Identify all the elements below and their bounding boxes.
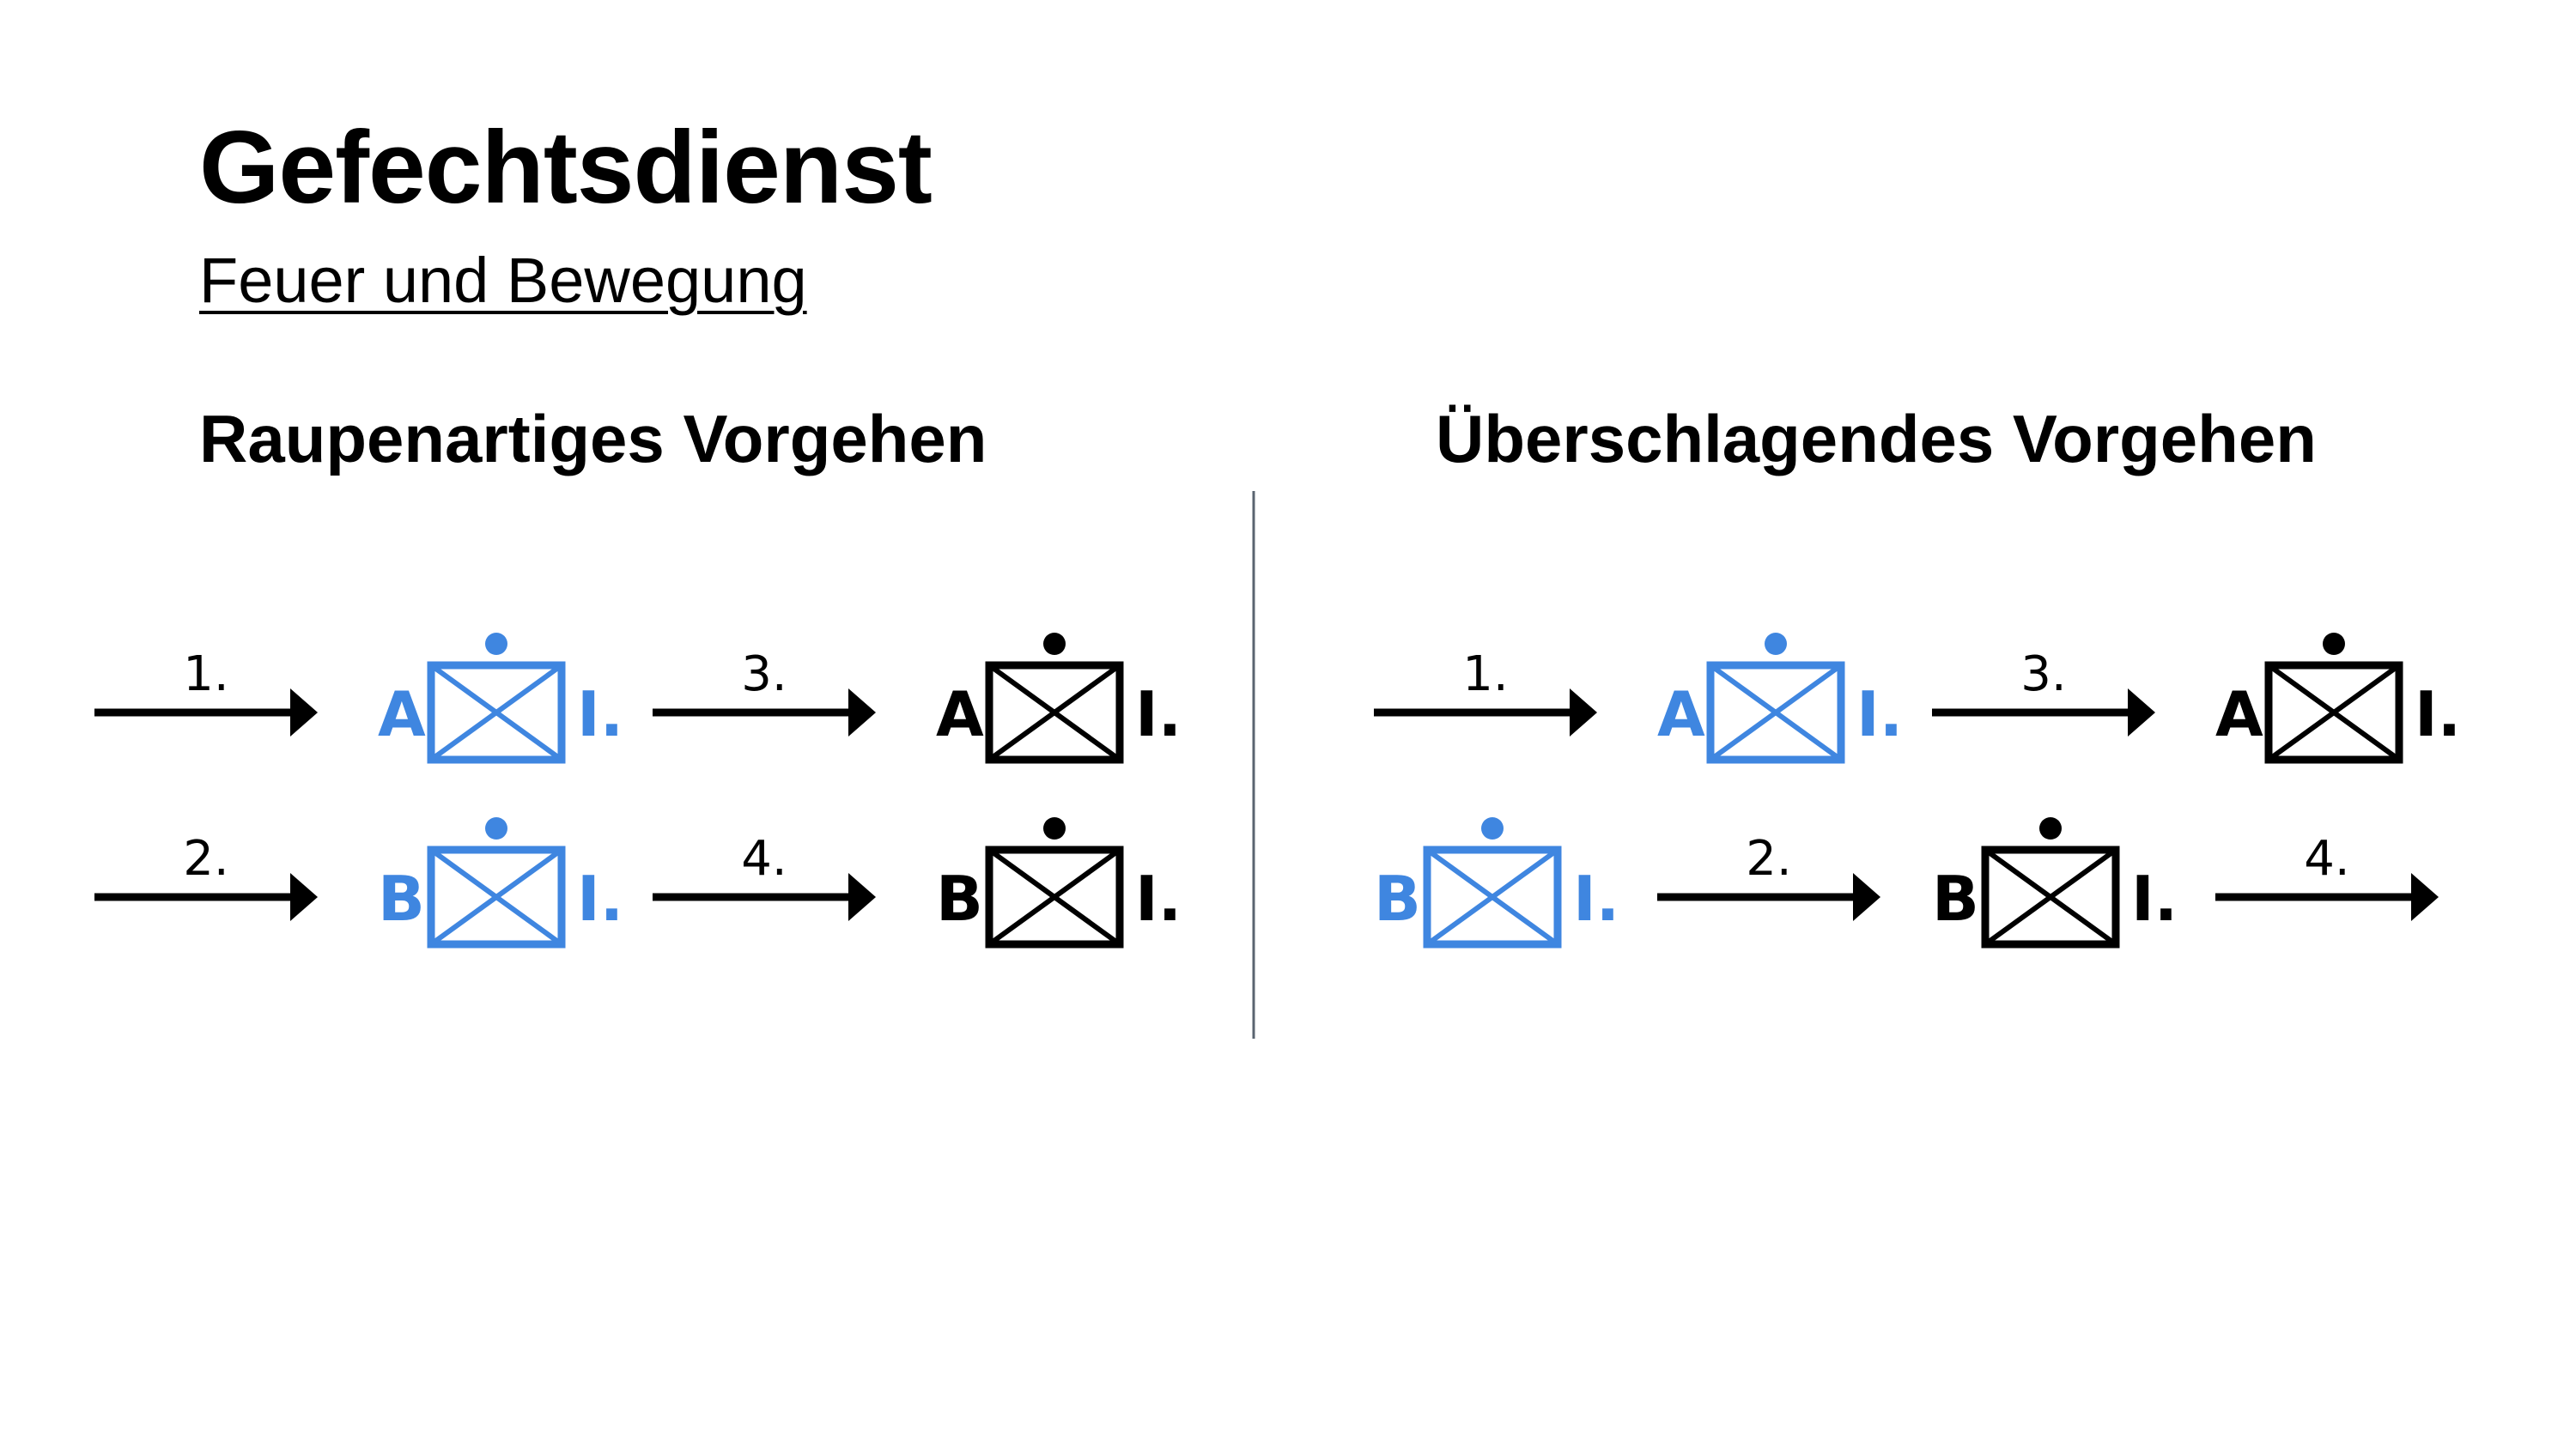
movement-arrow: 1.	[94, 646, 318, 737]
echelon-dot-icon	[1043, 633, 1066, 655]
step-number: 4.	[2304, 831, 2349, 887]
unit-frame-icon	[2264, 661, 2403, 764]
unit-cross-line	[987, 847, 1121, 947]
arrow-head-icon	[290, 873, 318, 921]
step-number: 1.	[183, 646, 228, 702]
unit-cross-line	[429, 663, 563, 762]
echelon-dot-icon	[1043, 817, 1066, 840]
unit-cross-line	[1425, 847, 1559, 947]
arrow-head-icon	[1570, 688, 1597, 737]
step-number: 4.	[741, 831, 787, 887]
movement-arrow: 4.	[2215, 831, 2439, 921]
unit-frame-icon	[985, 661, 1124, 764]
echelon-dot-icon	[1765, 633, 1787, 655]
arrow-head-icon	[1853, 873, 1880, 921]
step-number: 1.	[1462, 646, 1508, 702]
unit-echelon: I.	[577, 863, 623, 935]
unit-echelon: I.	[2415, 678, 2461, 750]
unit-frame-icon	[427, 661, 566, 764]
movement-arrow: 1.	[1374, 646, 1597, 737]
arrow-head-icon	[848, 873, 876, 921]
echelon-dot-icon	[485, 633, 507, 655]
unit-letter: A	[936, 678, 984, 750]
movement-arrow: 4.	[653, 831, 876, 921]
unit-cross-line	[987, 663, 1121, 762]
echelon-dot-icon	[1481, 817, 1504, 840]
unit-cross-line	[429, 847, 563, 947]
unit-symbol: A I.	[378, 633, 623, 764]
unit-symbol: B I.	[378, 817, 623, 949]
unit-letter: B	[378, 863, 425, 935]
unit-symbol: A I.	[1657, 633, 1903, 764]
echelon-dot-icon	[2039, 817, 2062, 840]
unit-symbol: B I.	[936, 817, 1182, 949]
section-heading-ueberschlagend: Überschlagendes Vorgehen	[1436, 401, 2317, 476]
step-number: 3.	[2020, 646, 2066, 702]
echelon-dot-icon	[2323, 633, 2345, 655]
section-heading-raupenartig: Raupenartiges Vorgehen	[199, 401, 987, 476]
arrow-head-icon	[2128, 688, 2155, 737]
unit-frame-icon	[1706, 661, 1845, 764]
unit-cross-line	[1984, 847, 2117, 947]
unit-cross-line	[1709, 663, 1843, 762]
echelon-dot-icon	[485, 817, 507, 840]
unit-letter: B	[1932, 863, 1979, 935]
unit-frame-icon	[985, 846, 1124, 949]
movement-arrow: 2.	[94, 831, 318, 921]
unit-symbol: B I.	[1374, 817, 1619, 949]
unit-frame-icon	[427, 846, 566, 949]
movement-arrow: 2.	[1657, 831, 1880, 921]
movement-arrow: 3.	[1932, 646, 2155, 737]
arrow-head-icon	[2411, 873, 2439, 921]
unit-symbol: A I.	[936, 633, 1182, 764]
unit-letter: A	[2215, 678, 2263, 750]
unit-echelon: I.	[577, 678, 623, 750]
unit-letter: A	[378, 678, 426, 750]
unit-echelon: I.	[1135, 863, 1182, 935]
step-number: 2.	[1746, 831, 1791, 887]
arrow-head-icon	[848, 688, 876, 737]
arrow-head-icon	[290, 688, 318, 737]
unit-frame-icon	[1981, 846, 2120, 949]
step-number: 2.	[183, 831, 228, 887]
unit-letter: B	[936, 863, 983, 935]
page-subtitle: Feuer und Bewegung	[199, 245, 807, 316]
unit-echelon: I.	[1135, 678, 1182, 750]
unit-letter: A	[1657, 678, 1705, 750]
unit-echelon: I.	[1856, 678, 1903, 750]
movement-arrow: 3.	[653, 646, 876, 737]
unit-frame-icon	[1423, 846, 1562, 949]
unit-symbol: B I.	[1932, 817, 2178, 949]
unit-echelon: I.	[2131, 863, 2178, 935]
unit-echelon: I.	[1573, 863, 1619, 935]
unit-letter: B	[1374, 863, 1421, 935]
unit-symbol: A I.	[2215, 633, 2461, 764]
unit-cross-line	[2267, 663, 2401, 762]
page-title: Gefechtsdienst	[199, 110, 933, 225]
step-number: 3.	[741, 646, 787, 702]
